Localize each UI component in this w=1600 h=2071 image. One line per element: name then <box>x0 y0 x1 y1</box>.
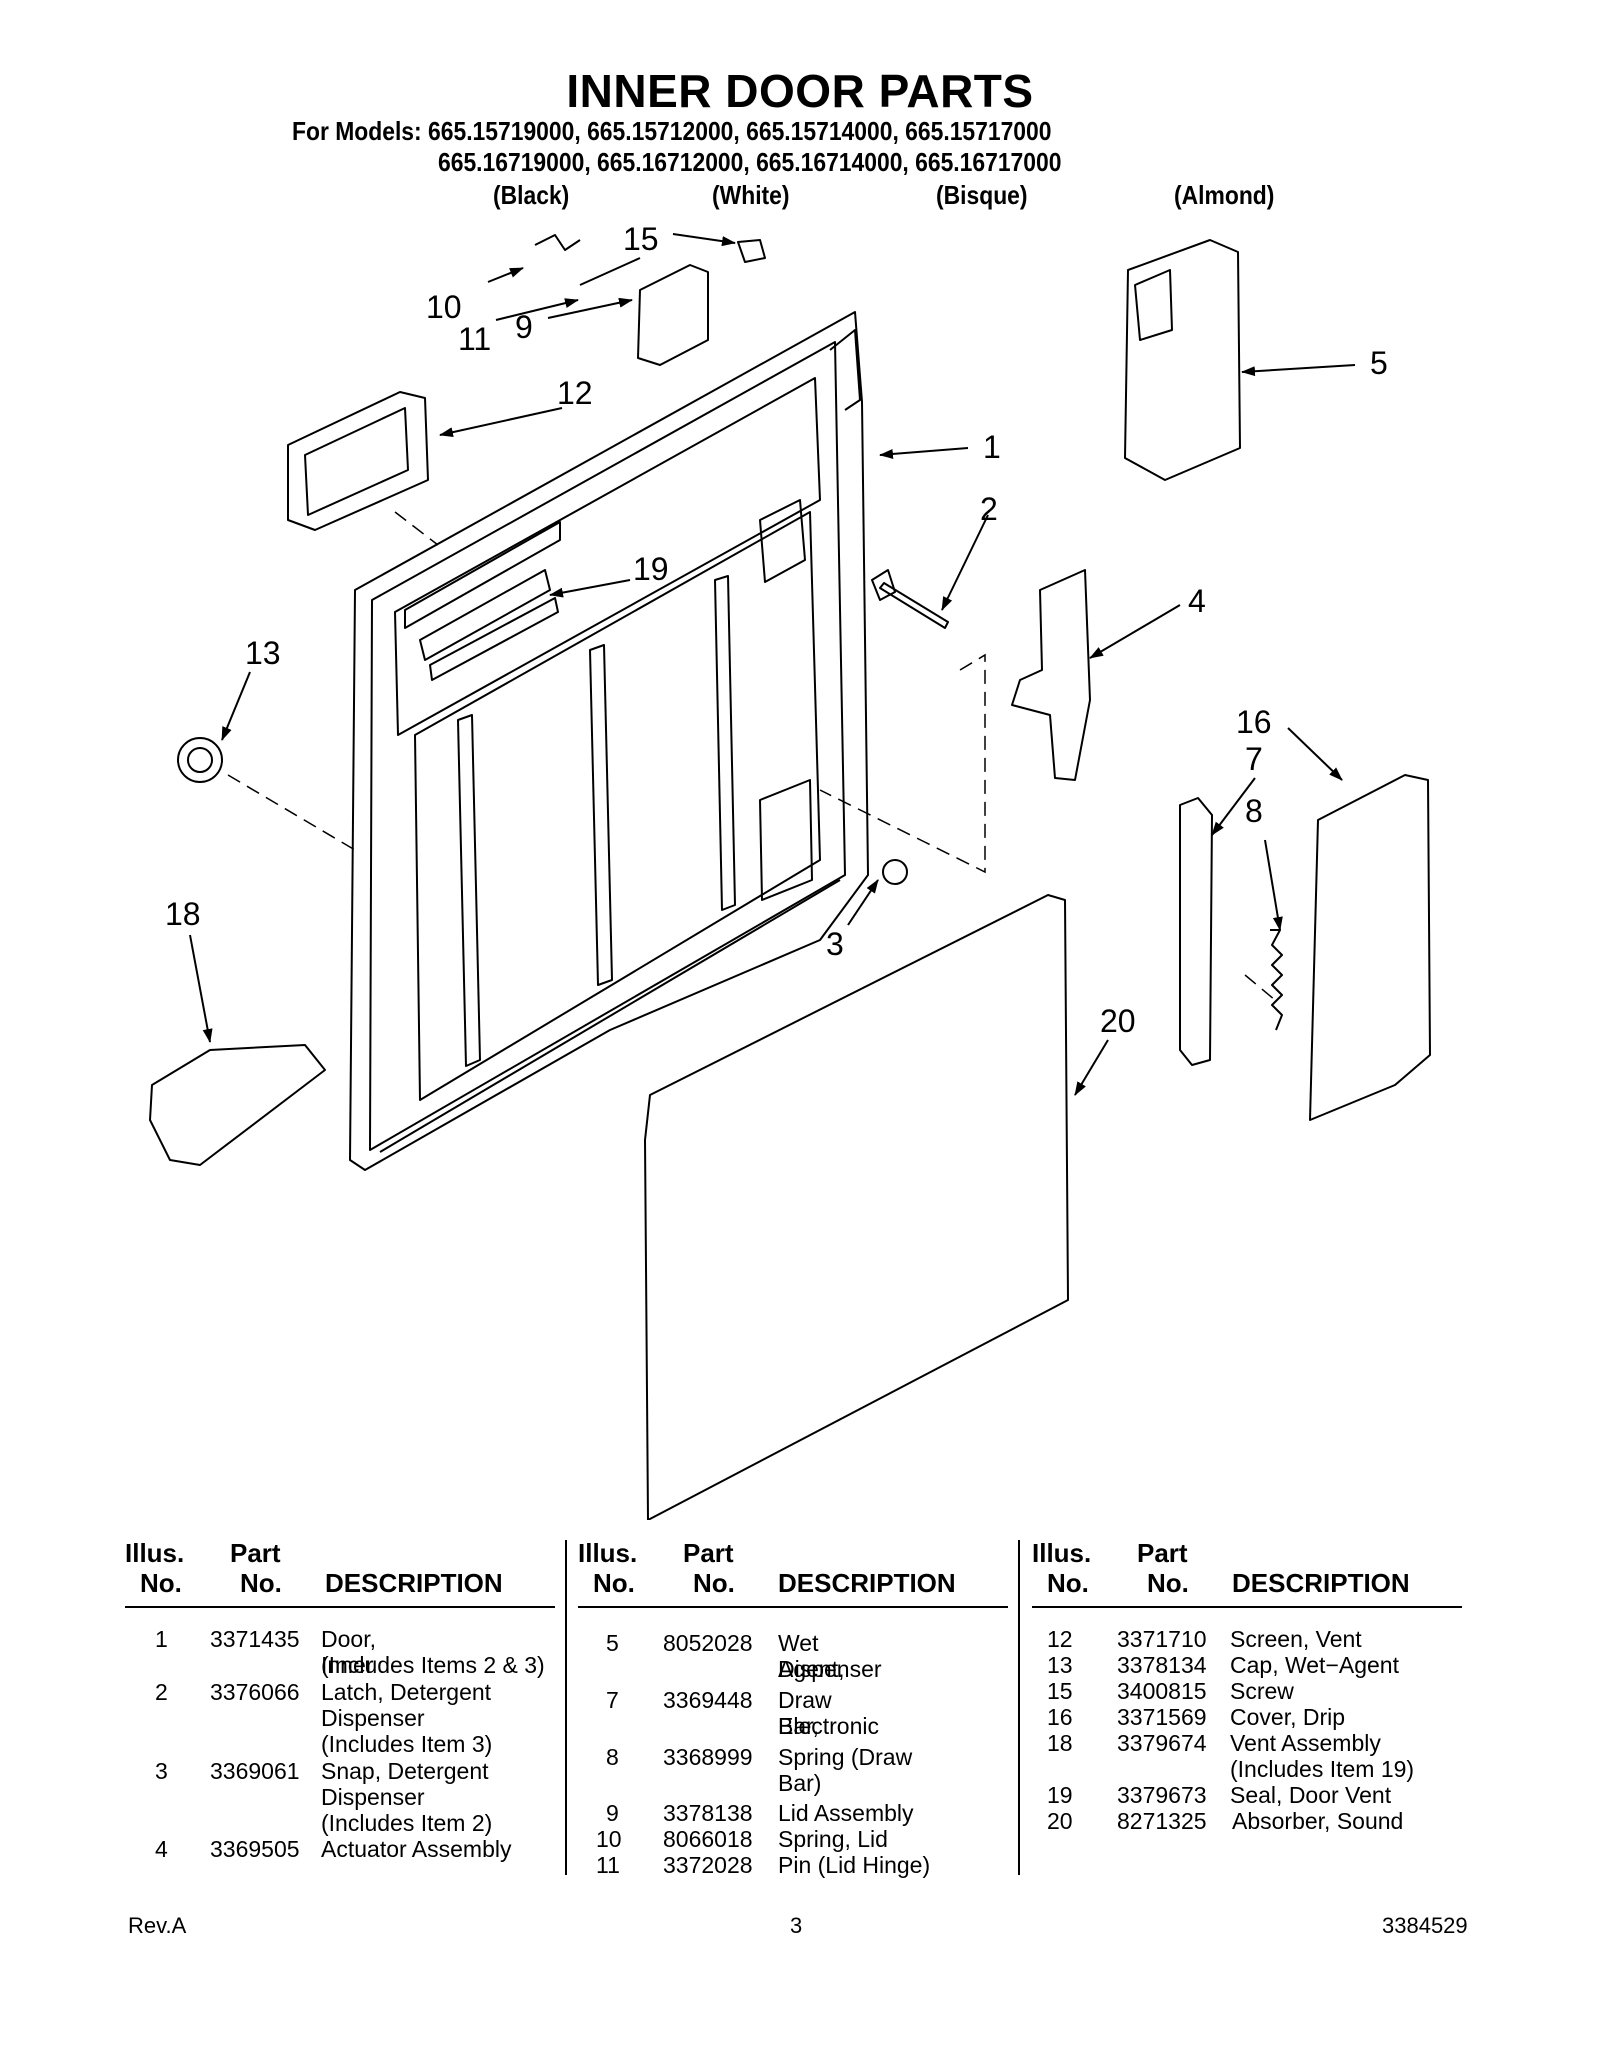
callout-7: 7 <box>1245 741 1263 777</box>
illus-no-header: Illus. No. <box>125 1538 185 1598</box>
models-line-2: 665.16719000, 665.16712000, 665.16714000… <box>438 147 1062 177</box>
exploded-parts-diagram: 1 2 3 4 5 7 8 9 10 11 12 13 15 16 18 19 … <box>149 221 1431 1520</box>
page-number: 3 <box>790 1913 803 1938</box>
illus-no-header: Illus. No. <box>578 1538 638 1598</box>
spring-part <box>1270 929 1283 1031</box>
callout-19: 19 <box>633 551 669 587</box>
header-rule <box>1032 1606 1462 1608</box>
vent-assembly-part <box>149 1044 326 1166</box>
description-header: DESCRIPTION <box>325 1568 503 1598</box>
vent-screen-part <box>287 391 429 531</box>
callout-20: 20 <box>1100 1003 1136 1039</box>
lid-part <box>637 264 709 366</box>
callout-1: 1 <box>983 429 1001 465</box>
part-no-header: Part No. <box>683 1538 735 1598</box>
wet-agent-dispenser-part <box>1124 239 1241 481</box>
drip-cover-part <box>1309 774 1431 1121</box>
callout-15: 15 <box>623 221 659 257</box>
column-divider-1 <box>565 1540 567 1875</box>
callout-5: 5 <box>1370 345 1388 381</box>
latch-part <box>871 569 949 629</box>
wet-agent-cap-part <box>177 737 223 783</box>
callout-18: 18 <box>165 896 201 932</box>
sound-absorber-part <box>644 894 1069 1520</box>
models-label: For Models: <box>292 116 422 146</box>
models-line-1: For Models: 665.15719000, 665.15712000, … <box>292 116 1051 147</box>
callout-12: 12 <box>557 375 593 411</box>
color-almond: (Almond) <box>1174 180 1275 210</box>
lid-spring-part <box>534 234 581 251</box>
models-list-1: 665.15719000, 665.15712000, 665.15714000… <box>428 116 1052 146</box>
callout-9: 9 <box>515 309 533 345</box>
description-header: DESCRIPTION <box>778 1568 956 1598</box>
snap-part <box>882 859 908 885</box>
column-divider-2 <box>1018 1540 1020 1875</box>
part-no-header: Part No. <box>230 1538 282 1598</box>
screw-part <box>737 239 766 263</box>
revision-label: Rev.A <box>128 1913 187 1938</box>
illus-no-header: Illus. No. <box>1032 1538 1092 1598</box>
description-header: DESCRIPTION <box>1232 1568 1410 1598</box>
document-number: 3384529 <box>1382 1913 1468 1938</box>
callout-10: 10 <box>426 289 462 325</box>
callout-13: 13 <box>245 635 281 671</box>
callout-16: 16 <box>1236 704 1272 740</box>
actuator-part <box>1011 569 1091 781</box>
callout-4: 4 <box>1188 583 1206 619</box>
callout-8: 8 <box>1245 793 1263 829</box>
callout-3: 3 <box>826 926 844 962</box>
page-title: INNER DOOR PARTS <box>566 65 1034 117</box>
callout-2: 2 <box>980 491 998 527</box>
lid-pin-part <box>579 257 641 286</box>
header-rule <box>578 1606 1008 1608</box>
draw-bar-part <box>1179 797 1213 1066</box>
callout-11: 11 <box>458 321 491 357</box>
color-bisque: (Bisque) <box>936 180 1028 210</box>
color-black: (Black) <box>493 180 570 210</box>
header-rule <box>125 1606 555 1608</box>
inner-door-part <box>349 311 869 1171</box>
color-white: (White) <box>712 180 790 210</box>
part-no-header: Part No. <box>1137 1538 1189 1598</box>
